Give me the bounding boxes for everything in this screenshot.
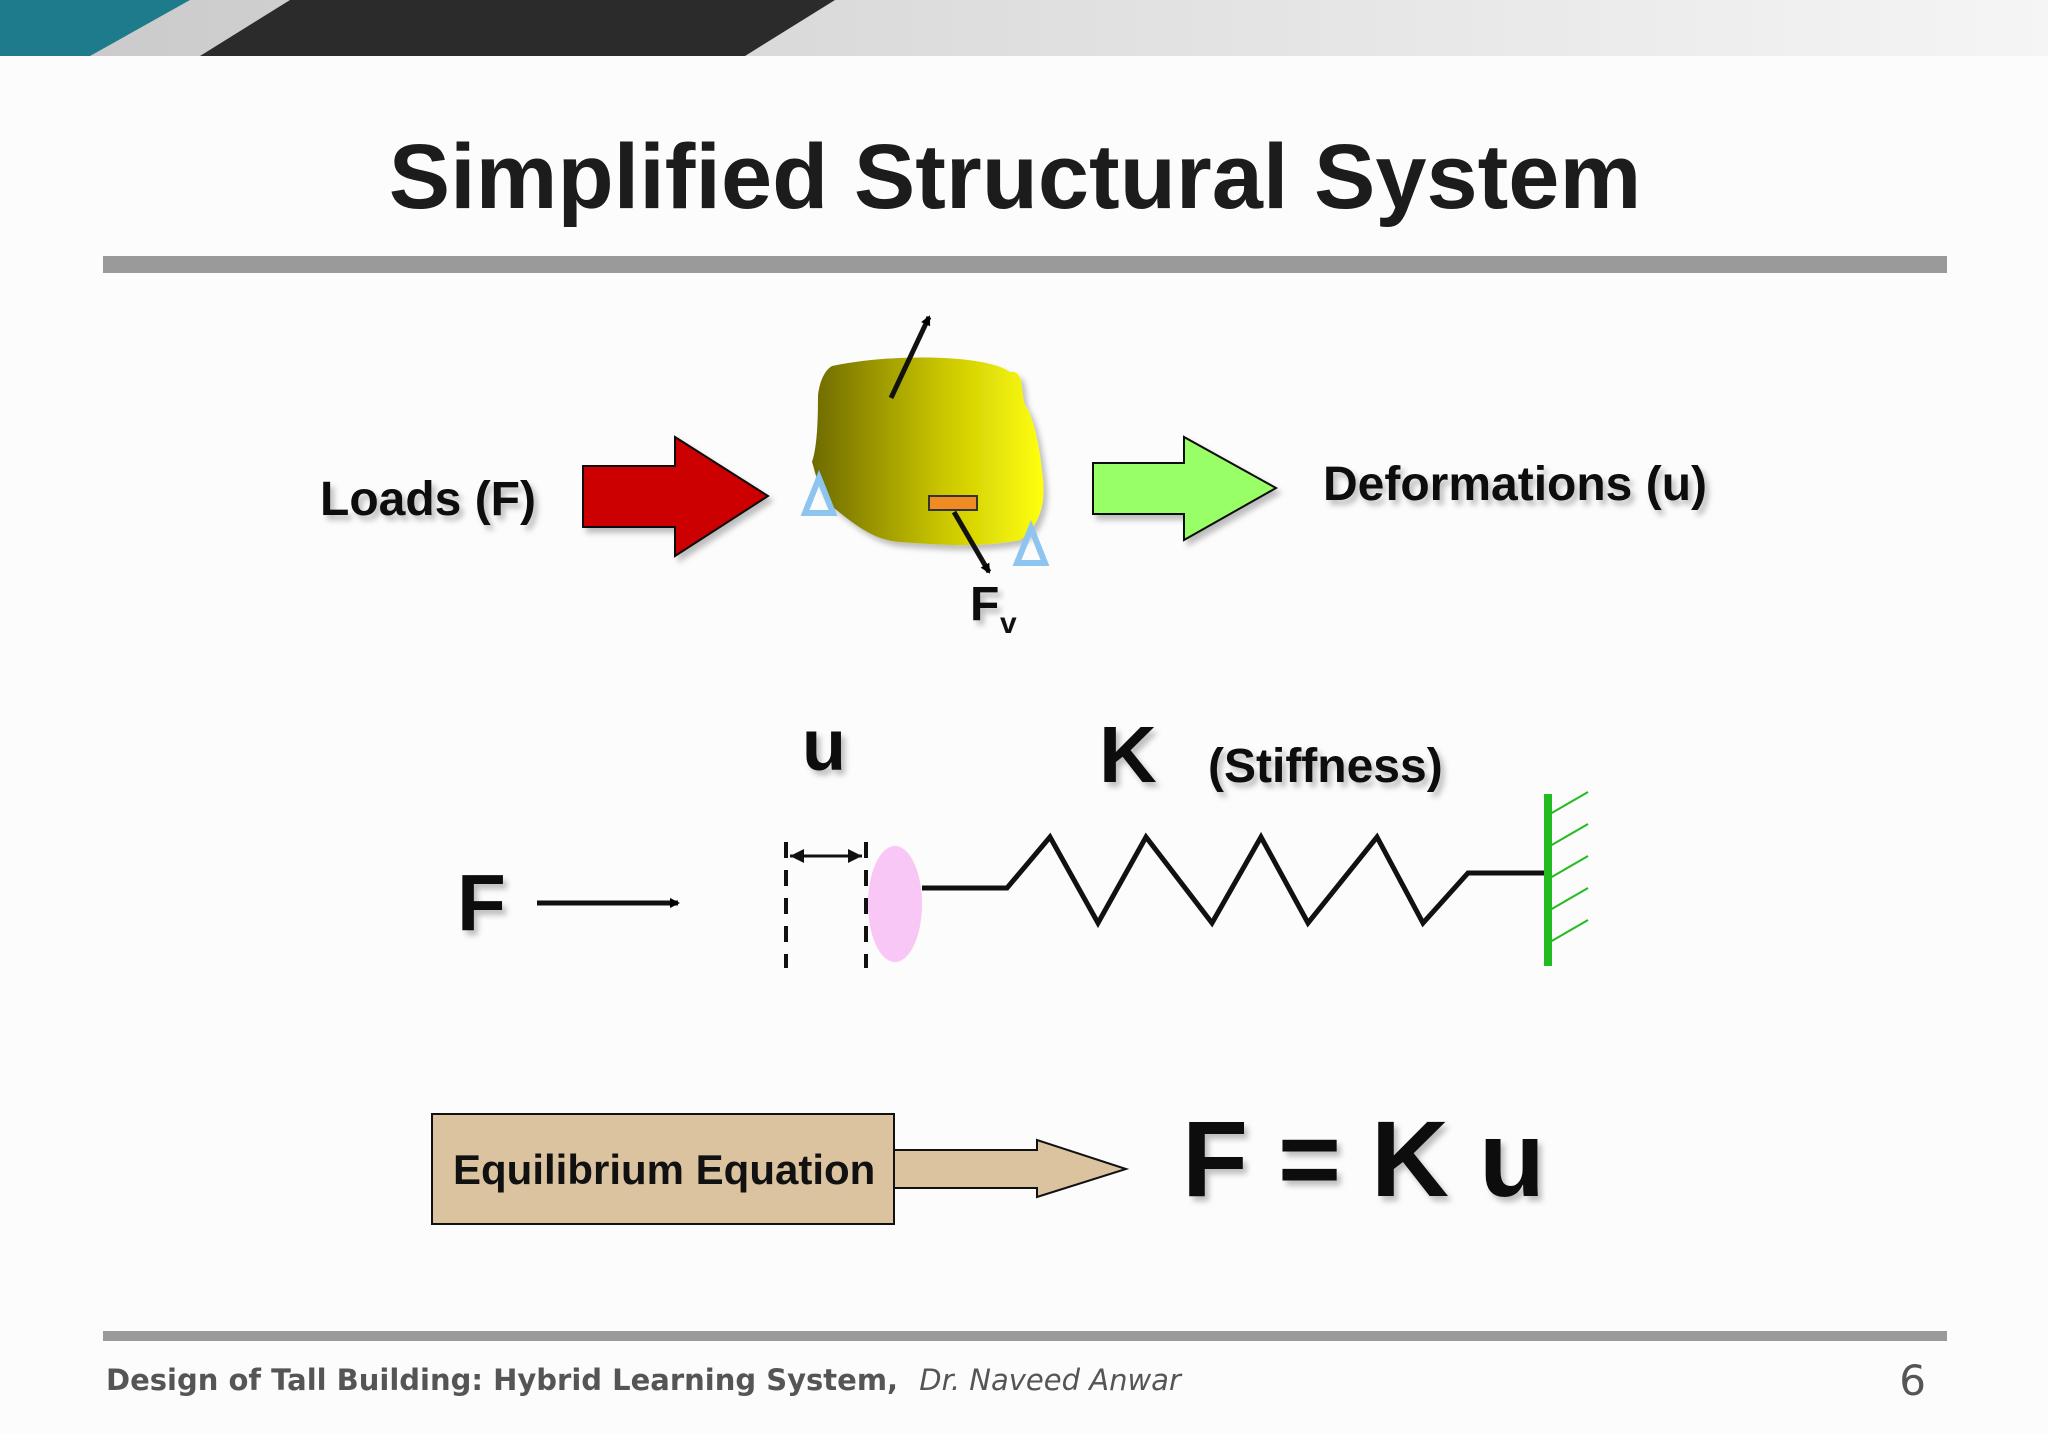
surface-load-arrow	[888, 315, 932, 400]
loads-label: Loads (F)	[320, 473, 536, 526]
structure-body	[812, 357, 1044, 546]
dark-stripe	[200, 0, 835, 56]
footer-credit: Design of Tall Building: Hybrid Learning…	[106, 1363, 1181, 1397]
left-support-icon	[800, 469, 838, 516]
page-title: Simplified Structural System	[388, 126, 1642, 228]
wall-hatching	[1549, 791, 1589, 943]
right-support-icon	[1012, 519, 1050, 566]
fv-subscript: v	[1000, 607, 1017, 640]
spring	[922, 831, 1548, 929]
page-number: 6	[1899, 1356, 1926, 1405]
stiffness-label: (Stiffness)	[1208, 740, 1443, 793]
force-label: F	[457, 858, 506, 947]
author-name: Dr. Naveed Anwar	[919, 1363, 1181, 1397]
stiffness-symbol: K	[1099, 710, 1157, 799]
equilibrium-label: Equilibrium Equation	[453, 1146, 875, 1193]
deformations-label: Deformations (u)	[1323, 458, 1707, 511]
course-name: Design of Tall Building: Hybrid Learning…	[106, 1363, 899, 1397]
load-arrow	[582, 435, 770, 558]
fv-arrow	[951, 510, 992, 574]
teal-stripe	[0, 0, 190, 56]
header-band	[0, 0, 2048, 56]
displacement-label: u	[802, 706, 846, 786]
footer-divider	[103, 1331, 1947, 1341]
equation-arrow	[893, 1138, 1130, 1199]
mass-ellipse	[868, 846, 922, 962]
equation: F = K u	[1182, 1098, 1545, 1219]
title-divider	[103, 256, 1947, 273]
fv-label: F	[970, 578, 999, 631]
deformation-arrow	[1092, 435, 1279, 542]
point-load-plate	[928, 495, 978, 511]
